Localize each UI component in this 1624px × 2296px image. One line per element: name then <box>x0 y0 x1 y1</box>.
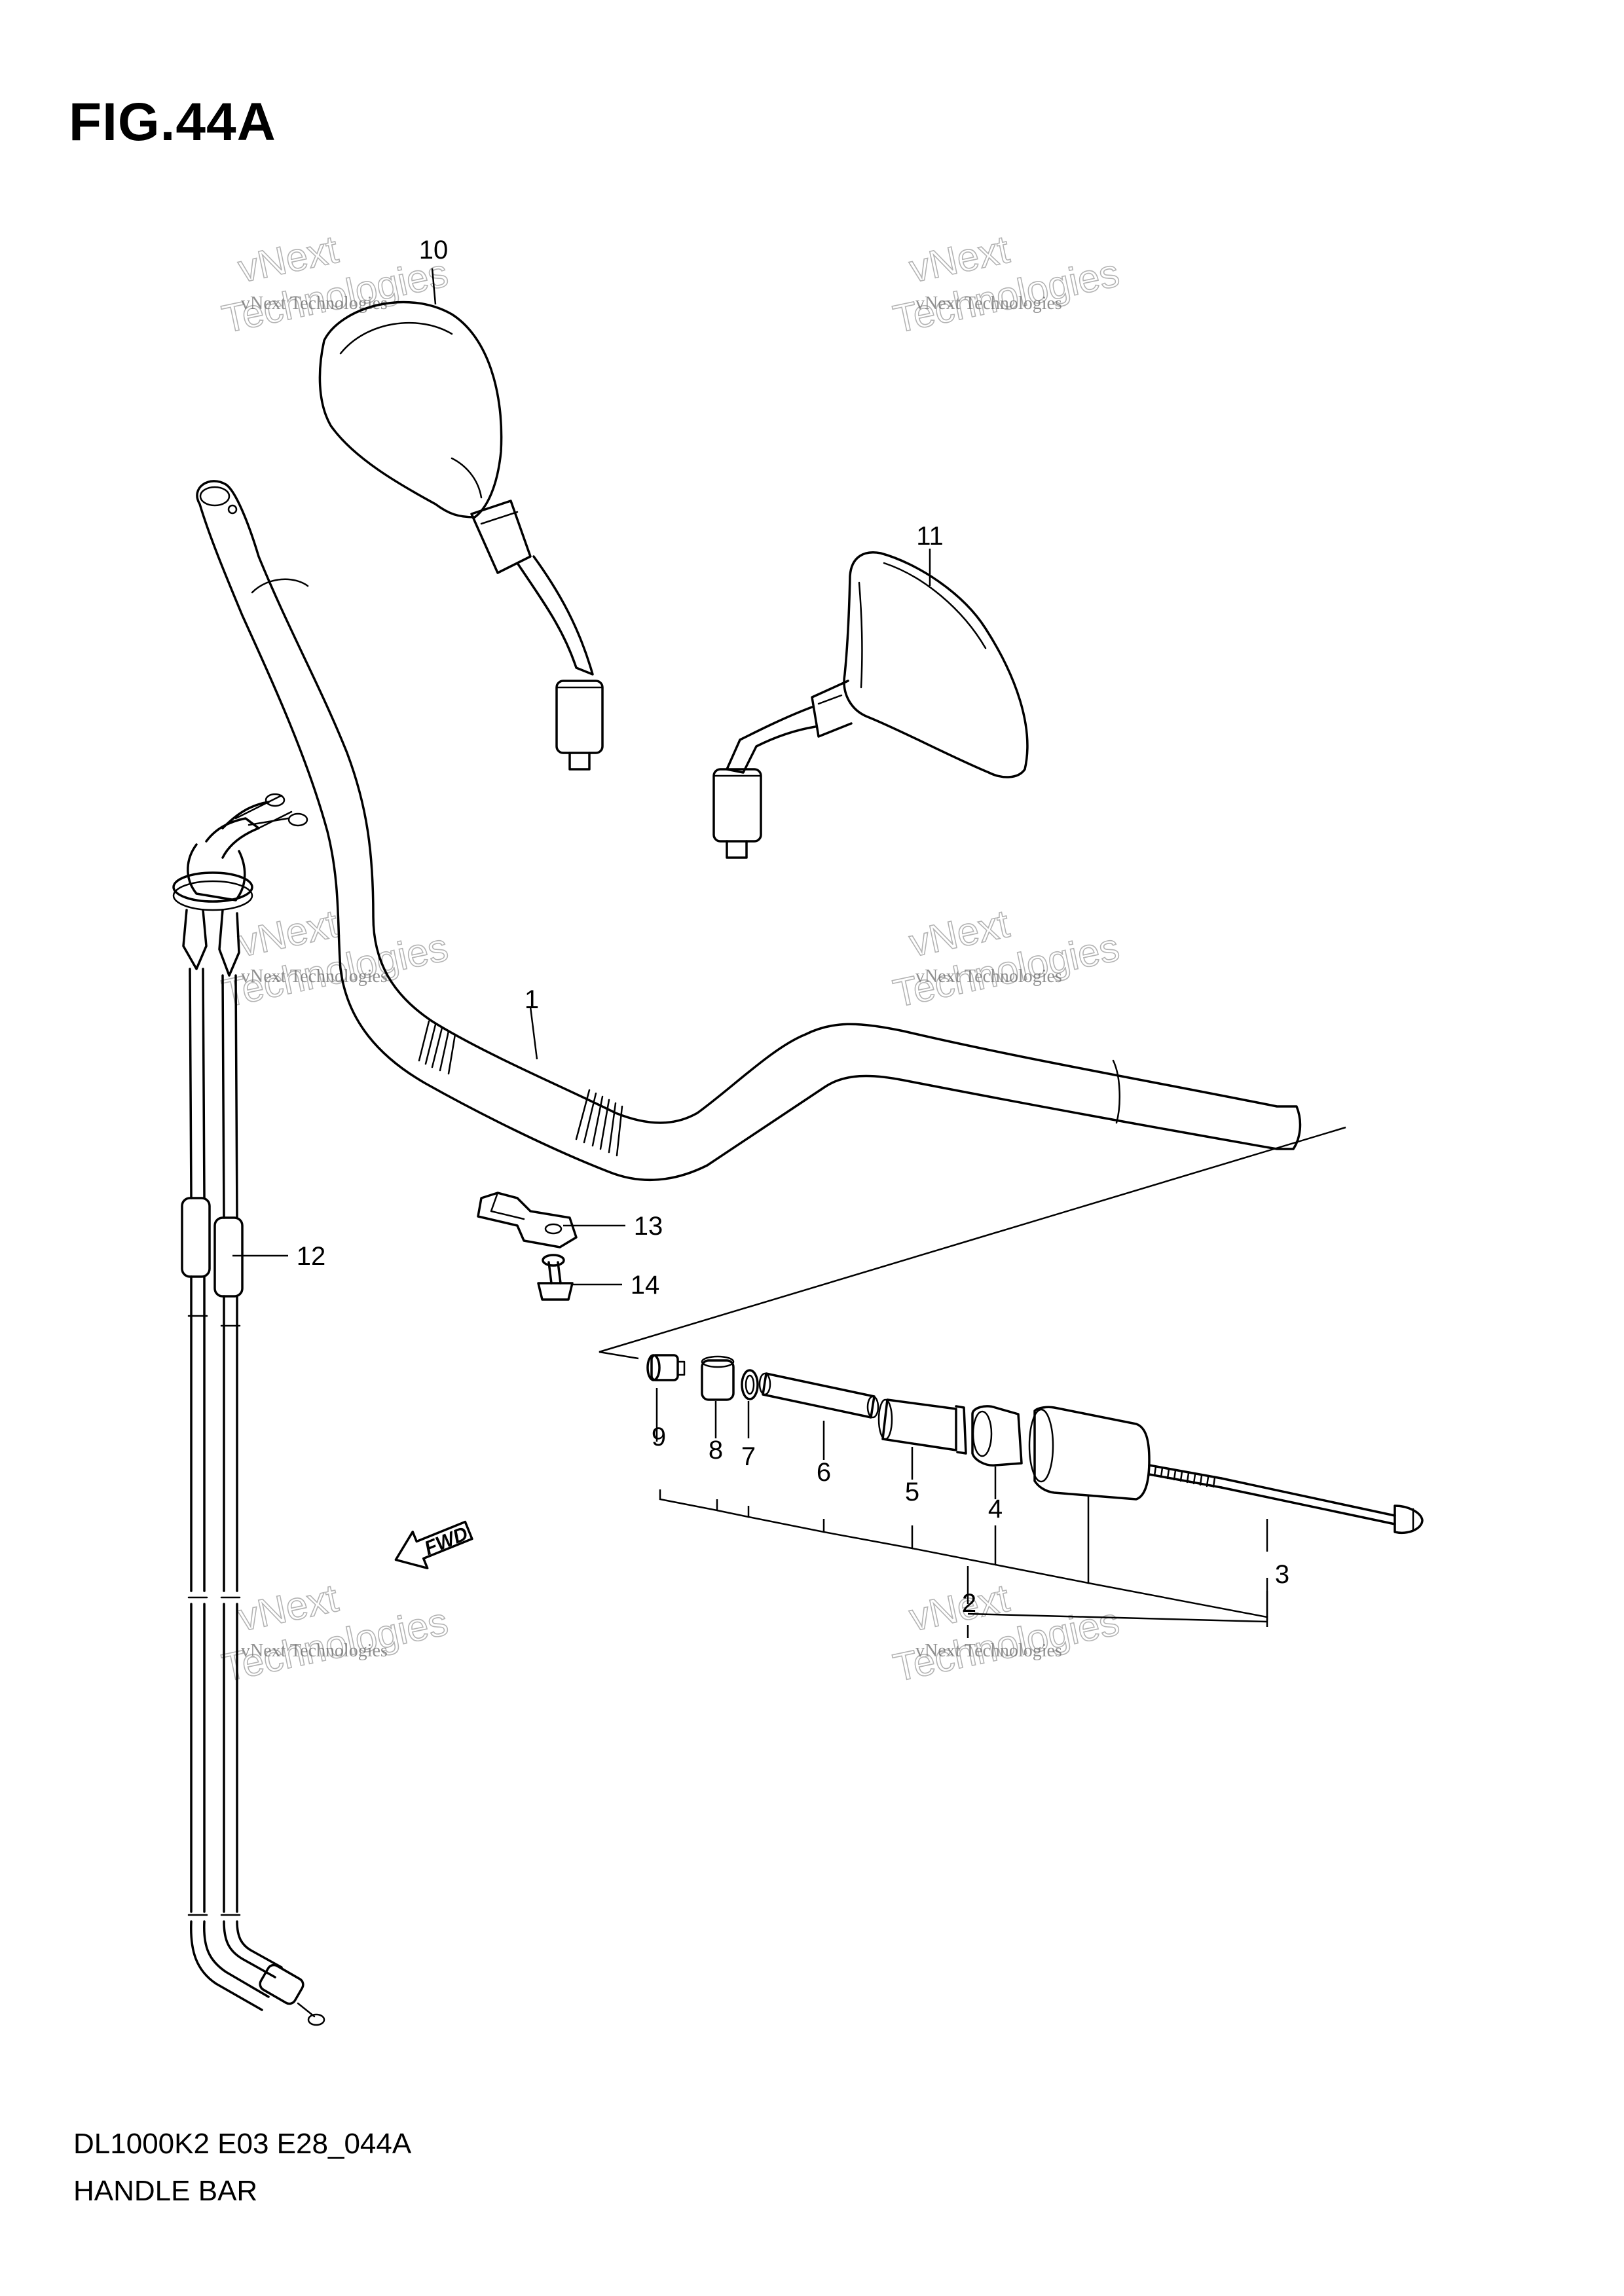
part-9-nut <box>646 1354 686 1381</box>
part-6-spacer <box>758 1372 879 1419</box>
callout-8: 8 <box>709 1436 723 1465</box>
callout-4: 4 <box>988 1495 1003 1523</box>
part-11-right-mirror <box>712 551 1029 859</box>
leader-1 <box>529 1006 538 1060</box>
part-13-bracket <box>477 1192 578 1248</box>
bar-end-exploded-group <box>599 1126 1424 1638</box>
watermark-text: vNext Technologies <box>915 966 1062 987</box>
callout-13: 13 <box>634 1212 663 1241</box>
callout-5: 5 <box>905 1478 919 1506</box>
part-2-bar-end-weight <box>1028 1406 1151 1501</box>
callout-11: 11 <box>916 522 944 551</box>
part-10-left-mirror <box>318 301 604 771</box>
callout-2: 2 <box>962 1589 976 1618</box>
leader-10 <box>431 268 437 305</box>
part-12-throttle-cable <box>172 793 325 2026</box>
assembly-name: HANDLE BAR <box>73 2175 258 2207</box>
part-8-collar <box>701 1355 735 1401</box>
watermark-group: vNext Technologies vNext Technologies vN… <box>218 227 1124 1690</box>
callout-10: 10 <box>419 236 449 264</box>
callout-9: 9 <box>652 1423 666 1451</box>
callout-12: 12 <box>297 1242 326 1271</box>
callout-7: 7 <box>741 1442 756 1471</box>
part-7-washer <box>741 1369 759 1400</box>
watermark-text: vNext Technologies <box>241 293 388 314</box>
callout-6: 6 <box>817 1458 831 1487</box>
drawing-code: DL1000K2 E03 E28_044A <box>73 2128 412 2160</box>
part-14-bolt <box>537 1254 574 1301</box>
forward-direction-arrow: FWD <box>394 1520 473 1570</box>
knurl-band-lower <box>575 1089 623 1157</box>
part-3-screw <box>1148 1464 1424 1534</box>
callout-3: 3 <box>1275 1560 1289 1589</box>
callout-1: 1 <box>525 985 539 1014</box>
watermark-text: vNext Technologies <box>915 293 1062 314</box>
watermark-text: vNext Technologies <box>241 1641 388 1661</box>
part-5-sleeve <box>877 1398 967 1455</box>
figure-title: FIG.44A <box>69 92 276 152</box>
part-1-handlebar <box>196 480 1302 1182</box>
watermark-text: vNext Technologies <box>915 1641 1062 1661</box>
callout-14: 14 <box>631 1271 660 1300</box>
watermark-text: vNext Technologies <box>241 966 388 987</box>
part-4-rubber-damper <box>971 1405 1023 1467</box>
knurl-band-upper <box>418 1020 456 1075</box>
